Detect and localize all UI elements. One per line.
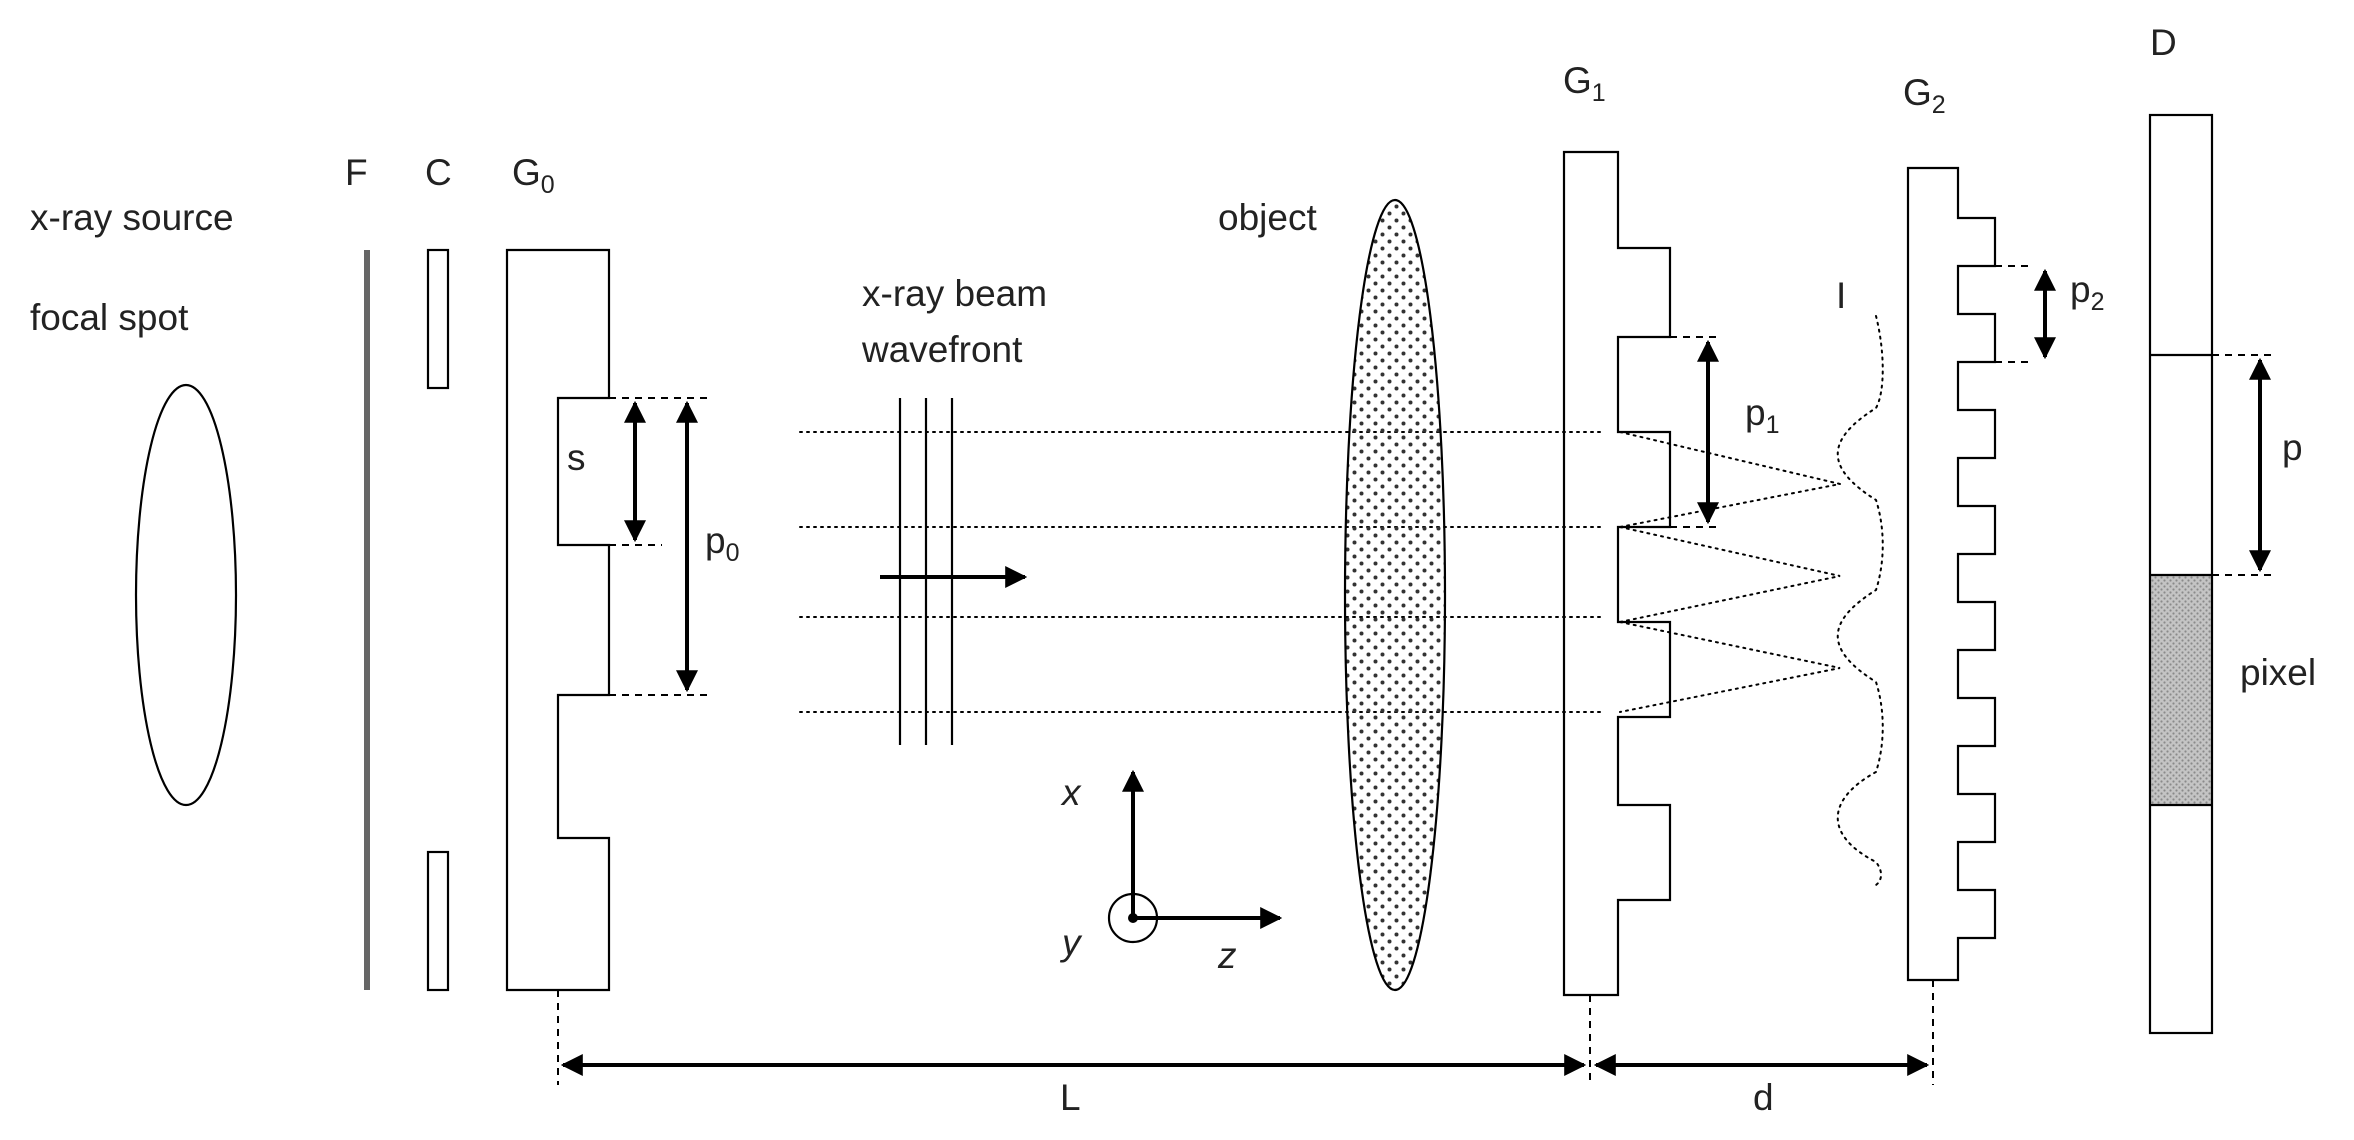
interference-rays-2 — [1620, 527, 1840, 622]
d-label: d — [1753, 1077, 1774, 1118]
focal-spot-ellipse — [136, 385, 236, 805]
filter-label: F — [345, 152, 368, 193]
intensity-label: I — [1836, 275, 1846, 316]
p1-label: p1 — [1745, 392, 1779, 439]
g2-label: G2 — [1903, 72, 1946, 119]
interference-rays-1 — [1620, 432, 1840, 527]
detector-pixel — [2150, 575, 2212, 805]
g0-grating — [507, 250, 609, 990]
p2-label: p2 — [2070, 269, 2104, 316]
beam-label-line2: wavefront — [861, 329, 1023, 370]
g0-label: G0 — [512, 152, 555, 199]
collimator-label: C — [425, 152, 452, 193]
s-label: s — [567, 437, 586, 478]
collimator-bottom — [428, 852, 448, 990]
g1-label: G1 — [1563, 60, 1606, 107]
pixel-label: pixel — [2240, 652, 2316, 693]
axis-y-dot — [1128, 913, 1138, 923]
beam-label-line1: x-ray beam — [862, 273, 1047, 314]
xray-source-label: x-ray source — [30, 197, 234, 238]
intensity-wave — [1838, 316, 1883, 885]
interference-rays-3 — [1620, 622, 1840, 712]
p-label: p — [2282, 427, 2303, 468]
g2-grating — [1908, 168, 1995, 980]
axis-x-label: x — [1060, 772, 1082, 813]
p0-label: p0 — [705, 520, 739, 567]
object-label: object — [1218, 197, 1317, 238]
collimator-top — [428, 250, 448, 388]
l-label: L — [1060, 1077, 1081, 1118]
axis-z-label: z — [1217, 935, 1237, 976]
axis-y-label: y — [1059, 922, 1083, 963]
object-ellipse — [1345, 200, 1445, 990]
filter-plate — [364, 250, 370, 990]
g1-grating — [1564, 152, 1670, 995]
detector-label: D — [2150, 22, 2177, 63]
focal-spot-label: focal spot — [30, 297, 189, 338]
